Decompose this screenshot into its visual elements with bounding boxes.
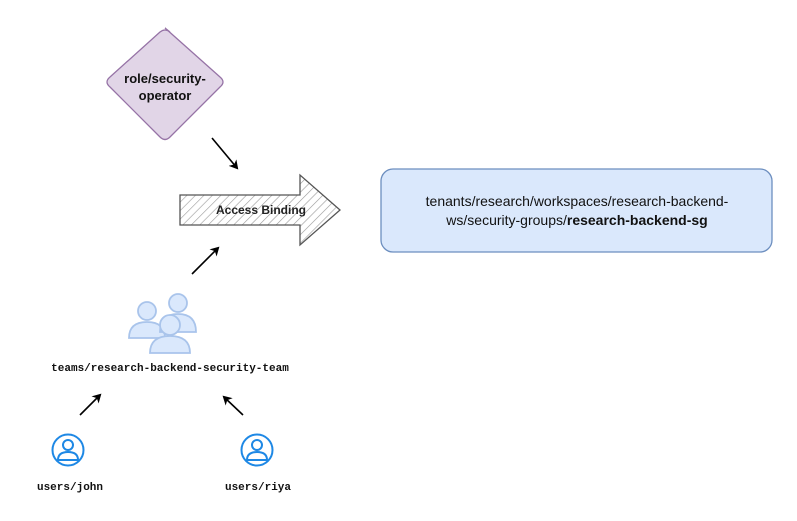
access-binding-arrow-hatch — [179, 173, 341, 247]
role-diamond[interactable] — [106, 27, 224, 141]
security-group-path: tenants/research/workspaces/research-bac… — [425, 193, 729, 228]
security-group-name: research-backend-sg — [566, 212, 708, 228]
user-riya-label: users/riya — [224, 482, 291, 494]
user-riya-icon[interactable] — [240, 433, 274, 467]
role-to-binding-arrow — [211, 137, 239, 170]
user-john-label: users/john — [36, 482, 103, 494]
binding-label: Access Binding — [215, 203, 307, 217]
team-label: teams/research-backend-security-team — [51, 363, 289, 375]
team-to-binding-arrow — [191, 246, 220, 275]
user-john-icon[interactable] — [51, 433, 85, 467]
security-group-label: tenants/research/workspaces/research-bac… — [392, 192, 762, 230]
security-group-box[interactable] — [380, 168, 773, 253]
riya-to-team-arrow — [222, 395, 244, 416]
role-label: role/security-operator — [124, 71, 206, 103]
team-icon[interactable] — [128, 293, 197, 354]
john-to-team-arrow — [79, 393, 102, 416]
